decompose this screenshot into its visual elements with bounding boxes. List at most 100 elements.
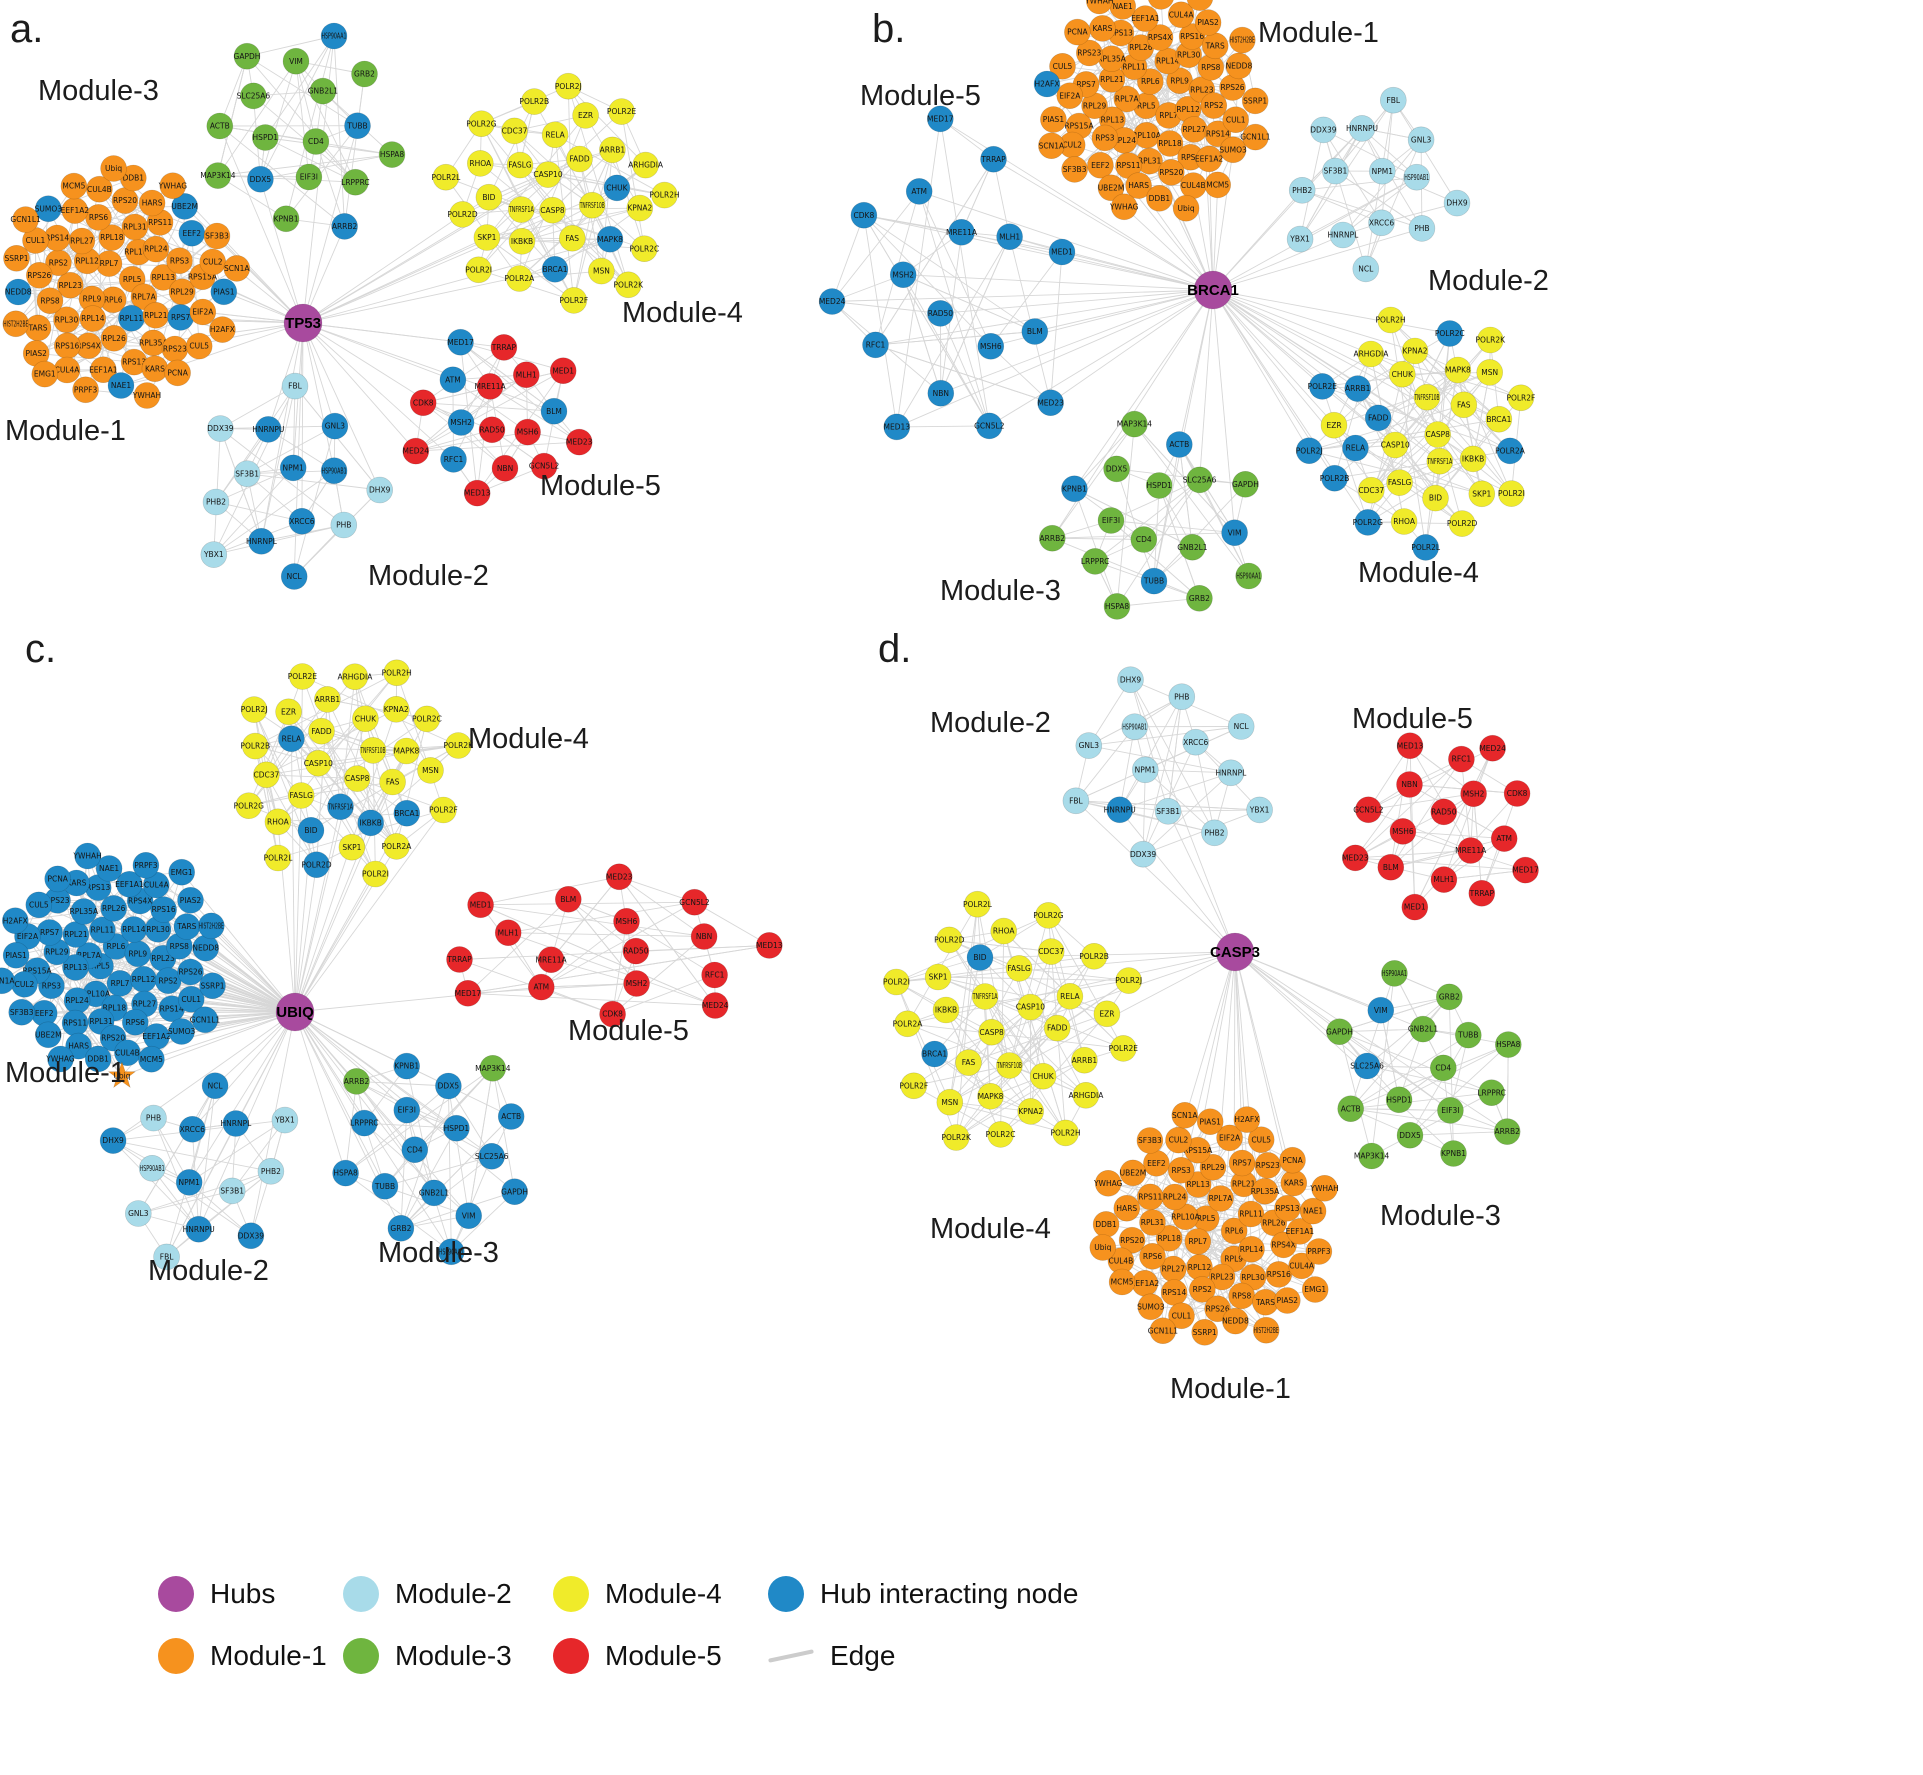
panel-a: RPL5RPL6RPL7RPL7ARPL9RPL10ARPL11RPL12RPL… — [2, 7, 743, 592]
node-HSP90AB1: HSP90AB1 — [138, 1155, 166, 1182]
svg-text:RPS2: RPS2 — [49, 258, 68, 267]
node-NPM1: NPM1 — [1132, 756, 1159, 784]
module-label-c-module-1: Module-1 — [5, 1057, 126, 1089]
node-HSPA8: HSPA8 — [1495, 1031, 1522, 1058]
node-FADD: FADD — [1364, 404, 1392, 432]
svg-text:IKBKB: IKBKB — [360, 819, 382, 828]
svg-text:MED1: MED1 — [470, 900, 492, 909]
svg-text:DDX39: DDX39 — [1310, 126, 1336, 135]
svg-text:HNRNPU: HNRNPU — [252, 425, 284, 434]
svg-text:YWHAG: YWHAG — [1109, 202, 1139, 211]
svg-text:DHX9: DHX9 — [1120, 675, 1142, 684]
svg-text:SLC25A6: SLC25A6 — [475, 1152, 509, 1161]
node-POLR2I: POLR2I — [883, 968, 910, 996]
node-SF3B3: SF3B3 — [8, 998, 36, 1026]
svg-text:MED24: MED24 — [702, 1001, 729, 1010]
svg-text:TARS: TARS — [27, 324, 47, 333]
node-PCNA: PCNA — [164, 359, 191, 387]
node-RPS14: RPS14 — [1160, 1279, 1188, 1306]
svg-text:CDC37: CDC37 — [502, 127, 528, 136]
svg-text:BLM: BLM — [560, 895, 576, 904]
svg-text:LRPPRC: LRPPRC — [350, 1119, 379, 1128]
svg-text:RHOA: RHOA — [1393, 517, 1416, 526]
svg-text:CASP8: CASP8 — [540, 206, 565, 215]
node-H2AFX: H2AFX — [209, 316, 236, 343]
node-RPL13: RPL13 — [62, 954, 89, 981]
svg-text:RPS23: RPS23 — [163, 345, 187, 354]
svg-text:RPL12: RPL12 — [1188, 1263, 1212, 1272]
node-EIF3I: EIF3I — [1097, 507, 1125, 534]
svg-text:KPNB1: KPNB1 — [394, 1062, 419, 1071]
svg-text:RPL21: RPL21 — [64, 930, 88, 939]
svg-text:MSH2: MSH2 — [1463, 789, 1485, 798]
node-LRPPRC: LRPPRC — [1477, 1079, 1506, 1106]
svg-text:POLR2L: POLR2L — [432, 173, 462, 182]
node-HSPA8: HSPA8 — [1103, 593, 1131, 620]
svg-text:MED24: MED24 — [1479, 744, 1506, 753]
svg-text:CUL1: CUL1 — [1172, 1311, 1192, 1320]
svg-text:RPL13: RPL13 — [1101, 115, 1125, 124]
node-MED13: MED13 — [463, 479, 491, 507]
svg-text:RPL5: RPL5 — [1137, 101, 1156, 110]
node-MAP3K14: MAP3K14 — [475, 1055, 511, 1082]
node-FAS: FAS — [1450, 391, 1478, 419]
node-EMG1: EMG1 — [31, 360, 59, 388]
node-POLR2I: POLR2I — [1498, 480, 1525, 507]
node-SKP1: SKP1 — [1468, 480, 1496, 508]
node-MAP3K14: MAP3K14 — [200, 162, 236, 189]
svg-text:Ubiq: Ubiq — [105, 164, 122, 173]
module-label-a-module-1: Module-1 — [5, 415, 126, 447]
node-Ubiq: Ubiq — [107, 1061, 137, 1089]
svg-text:DHX9: DHX9 — [369, 486, 391, 495]
node-TUBB: TUBB — [371, 1172, 399, 1200]
node-MED23: MED23 — [1342, 844, 1369, 872]
node-CUL4B: CUL4B — [1107, 1247, 1135, 1274]
node-HSP90AA1: HSP90AA1 — [320, 22, 348, 50]
node-VIM: VIM — [1367, 996, 1395, 1024]
svg-text:ARHGDIA: ARHGDIA — [1068, 1091, 1104, 1100]
node-EMG1: EMG1 — [1301, 1276, 1329, 1303]
svg-text:YWHAH: YWHAH — [1084, 0, 1113, 6]
svg-text:GNB2L1: GNB2L1 — [1408, 1025, 1439, 1034]
svg-text:HIST2H2BE: HIST2H2BE — [1254, 1326, 1279, 1335]
svg-text:NPM1: NPM1 — [1372, 167, 1394, 176]
node-LRPPRC: LRPPRC — [350, 1109, 379, 1137]
svg-text:GNL3: GNL3 — [128, 1209, 149, 1218]
node-XRCC6: XRCC6 — [179, 1116, 206, 1143]
svg-text:RAD50: RAD50 — [1431, 808, 1457, 817]
node-HNRNPL: HNRNPL — [246, 527, 278, 555]
node-PIAS1: PIAS1 — [1040, 106, 1067, 133]
svg-text:EZR: EZR — [1326, 421, 1341, 430]
node-RFC1: RFC1 — [1448, 745, 1475, 773]
svg-text:SSRP1: SSRP1 — [1193, 1328, 1217, 1337]
svg-text:POLR2B: POLR2B — [1079, 952, 1109, 961]
svg-text:RPS14: RPS14 — [1162, 1288, 1186, 1297]
svg-text:CUL4A: CUL4A — [55, 366, 81, 375]
svg-text:EEF1A1: EEF1A1 — [89, 365, 118, 374]
svg-text:FBL: FBL — [1386, 96, 1400, 105]
svg-text:BLM: BLM — [1027, 327, 1043, 336]
svg-text:RHOA: RHOA — [469, 159, 492, 168]
svg-text:GCN1L1: GCN1L1 — [1240, 133, 1271, 142]
node-CUL5: CUL5 — [25, 891, 53, 919]
svg-text:SUMO3: SUMO3 — [1219, 145, 1247, 154]
node-RELA: RELA — [541, 121, 569, 148]
svg-text:BRCA1: BRCA1 — [1187, 282, 1239, 299]
node-SUMO3: SUMO3 — [1137, 1293, 1165, 1321]
svg-text:GAPDH: GAPDH — [501, 1187, 528, 1196]
node-GCN1L1: GCN1L1 — [190, 1006, 220, 1034]
svg-text:ARRB1: ARRB1 — [1345, 384, 1371, 393]
svg-text:RPL10A: RPL10A — [1132, 131, 1161, 140]
svg-text:RPS8: RPS8 — [170, 942, 189, 951]
node-RPS20: RPS20 — [1118, 1226, 1146, 1254]
node-POLR2A: POLR2A — [382, 833, 412, 860]
svg-text:CHUK: CHUK — [1392, 370, 1414, 379]
node-MSN: MSN — [417, 757, 444, 784]
svg-text:POLR2F: POLR2F — [1506, 393, 1535, 402]
svg-text:FADD: FADD — [1368, 414, 1389, 423]
node-HARS: HARS — [1113, 1194, 1141, 1222]
node-RPS23: RPS23 — [1254, 1152, 1282, 1179]
svg-text:UBE2M: UBE2M — [1120, 1169, 1147, 1178]
node-FADD: FADD — [566, 145, 593, 173]
node-NBN: NBN — [491, 454, 519, 482]
